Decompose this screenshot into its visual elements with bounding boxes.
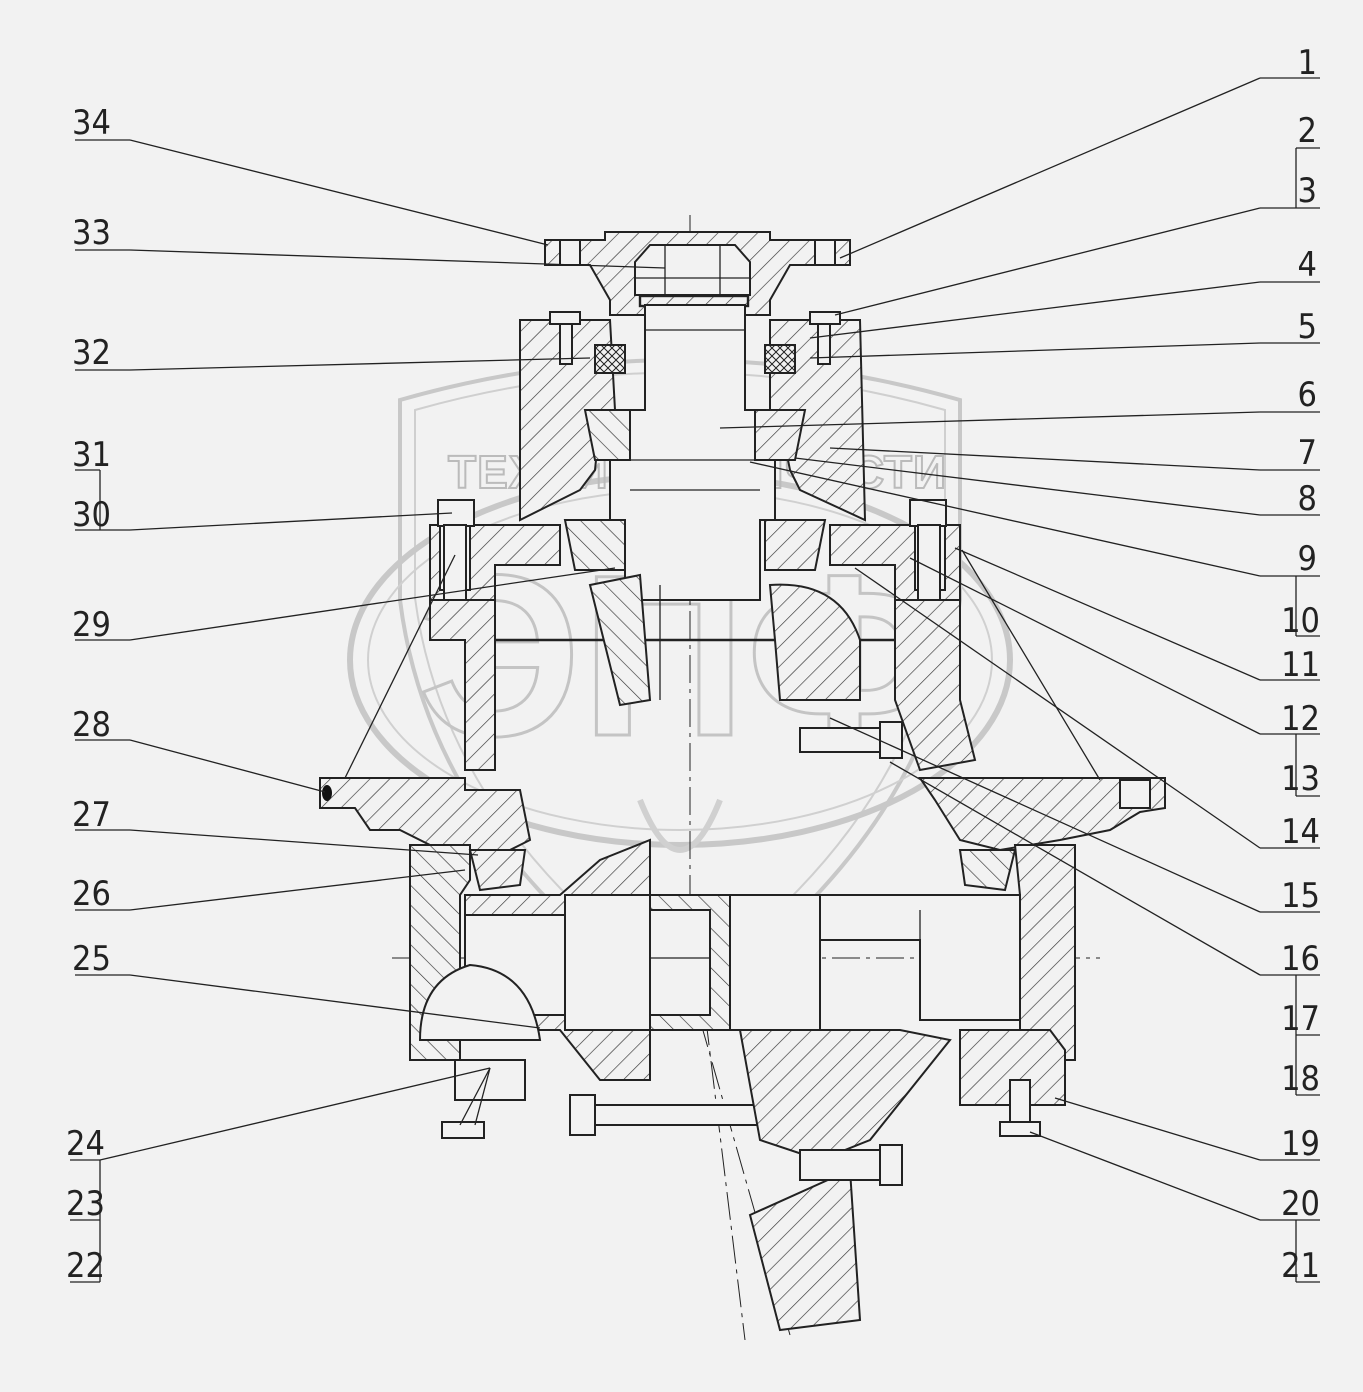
callout-30: 30 xyxy=(72,495,111,535)
callout-32: 32 xyxy=(72,333,111,373)
pinion-shaft xyxy=(609,304,776,601)
callout-22: 22 xyxy=(66,1246,105,1286)
seal-left xyxy=(594,344,626,374)
callout-9: 9 xyxy=(1298,539,1317,579)
callout-28: 28 xyxy=(72,705,111,745)
callout-17: 17 xyxy=(1281,999,1320,1039)
lower-left-cover xyxy=(418,963,542,1041)
callout-16: 16 xyxy=(1281,939,1320,979)
upper-bearing-right xyxy=(754,409,807,461)
callout-34: 34 xyxy=(72,103,111,143)
pinion-teeth-left xyxy=(588,573,652,707)
callout-7: 7 xyxy=(1298,433,1317,473)
callouts-right: 1 2 3 4 5 6 7 8 9 10 11 12 13 14 15 16 1… xyxy=(1281,43,1320,1286)
housing-wall-right xyxy=(894,599,977,772)
callout-20: 20 xyxy=(1281,1184,1320,1224)
callout-31: 31 xyxy=(72,435,111,475)
callout-23: 23 xyxy=(66,1184,105,1224)
callout-3: 3 xyxy=(1298,171,1317,211)
ring-gear xyxy=(768,583,861,701)
callout-5: 5 xyxy=(1298,307,1317,347)
callout-4: 4 xyxy=(1298,245,1317,285)
callout-24: 24 xyxy=(66,1124,105,1164)
output-bolt xyxy=(799,1144,903,1186)
lower-bearing-right xyxy=(764,519,827,571)
callout-18: 18 xyxy=(1281,1059,1320,1099)
lower-bearing-left xyxy=(563,519,626,571)
callout-12: 12 xyxy=(1281,699,1320,739)
output-housing xyxy=(738,1029,952,1162)
callout-21: 21 xyxy=(1281,1246,1320,1286)
leader-lines xyxy=(70,77,1320,1283)
flange-nut xyxy=(634,244,751,296)
top-screws xyxy=(549,311,841,365)
lower-right-cover xyxy=(959,1029,1066,1106)
seal-right xyxy=(764,344,796,374)
callout-2: 2 xyxy=(1298,111,1317,151)
callout-26: 26 xyxy=(72,874,111,914)
callout-25: 25 xyxy=(72,939,111,979)
callout-1: 1 xyxy=(1298,43,1317,83)
spider-gear xyxy=(564,894,651,1031)
diff-bearing-left xyxy=(468,849,527,892)
housing-bolts xyxy=(437,499,947,620)
housing-wall-left xyxy=(429,599,496,771)
callout-33: 33 xyxy=(72,213,111,253)
upper-bearing-left xyxy=(583,409,631,461)
lower-bolt xyxy=(569,1094,766,1136)
callout-11: 11 xyxy=(1281,645,1320,685)
callout-6: 6 xyxy=(1298,375,1317,415)
carrier-right-wall xyxy=(1013,844,1076,1061)
callouts-left: 34 33 32 31 30 29 28 27 26 25 24 23 22 xyxy=(66,103,111,1286)
callout-15: 15 xyxy=(1281,876,1320,916)
callout-27: 27 xyxy=(72,795,111,835)
side-bolt xyxy=(799,721,903,759)
callout-19: 19 xyxy=(1281,1124,1320,1164)
callout-8: 8 xyxy=(1298,479,1317,519)
callout-14: 14 xyxy=(1281,812,1320,852)
callout-29: 29 xyxy=(72,605,111,645)
callout-13: 13 xyxy=(1281,759,1320,799)
diff-bearing-right xyxy=(958,849,1017,892)
callout-10: 10 xyxy=(1281,601,1320,641)
output-gear xyxy=(748,1168,862,1332)
